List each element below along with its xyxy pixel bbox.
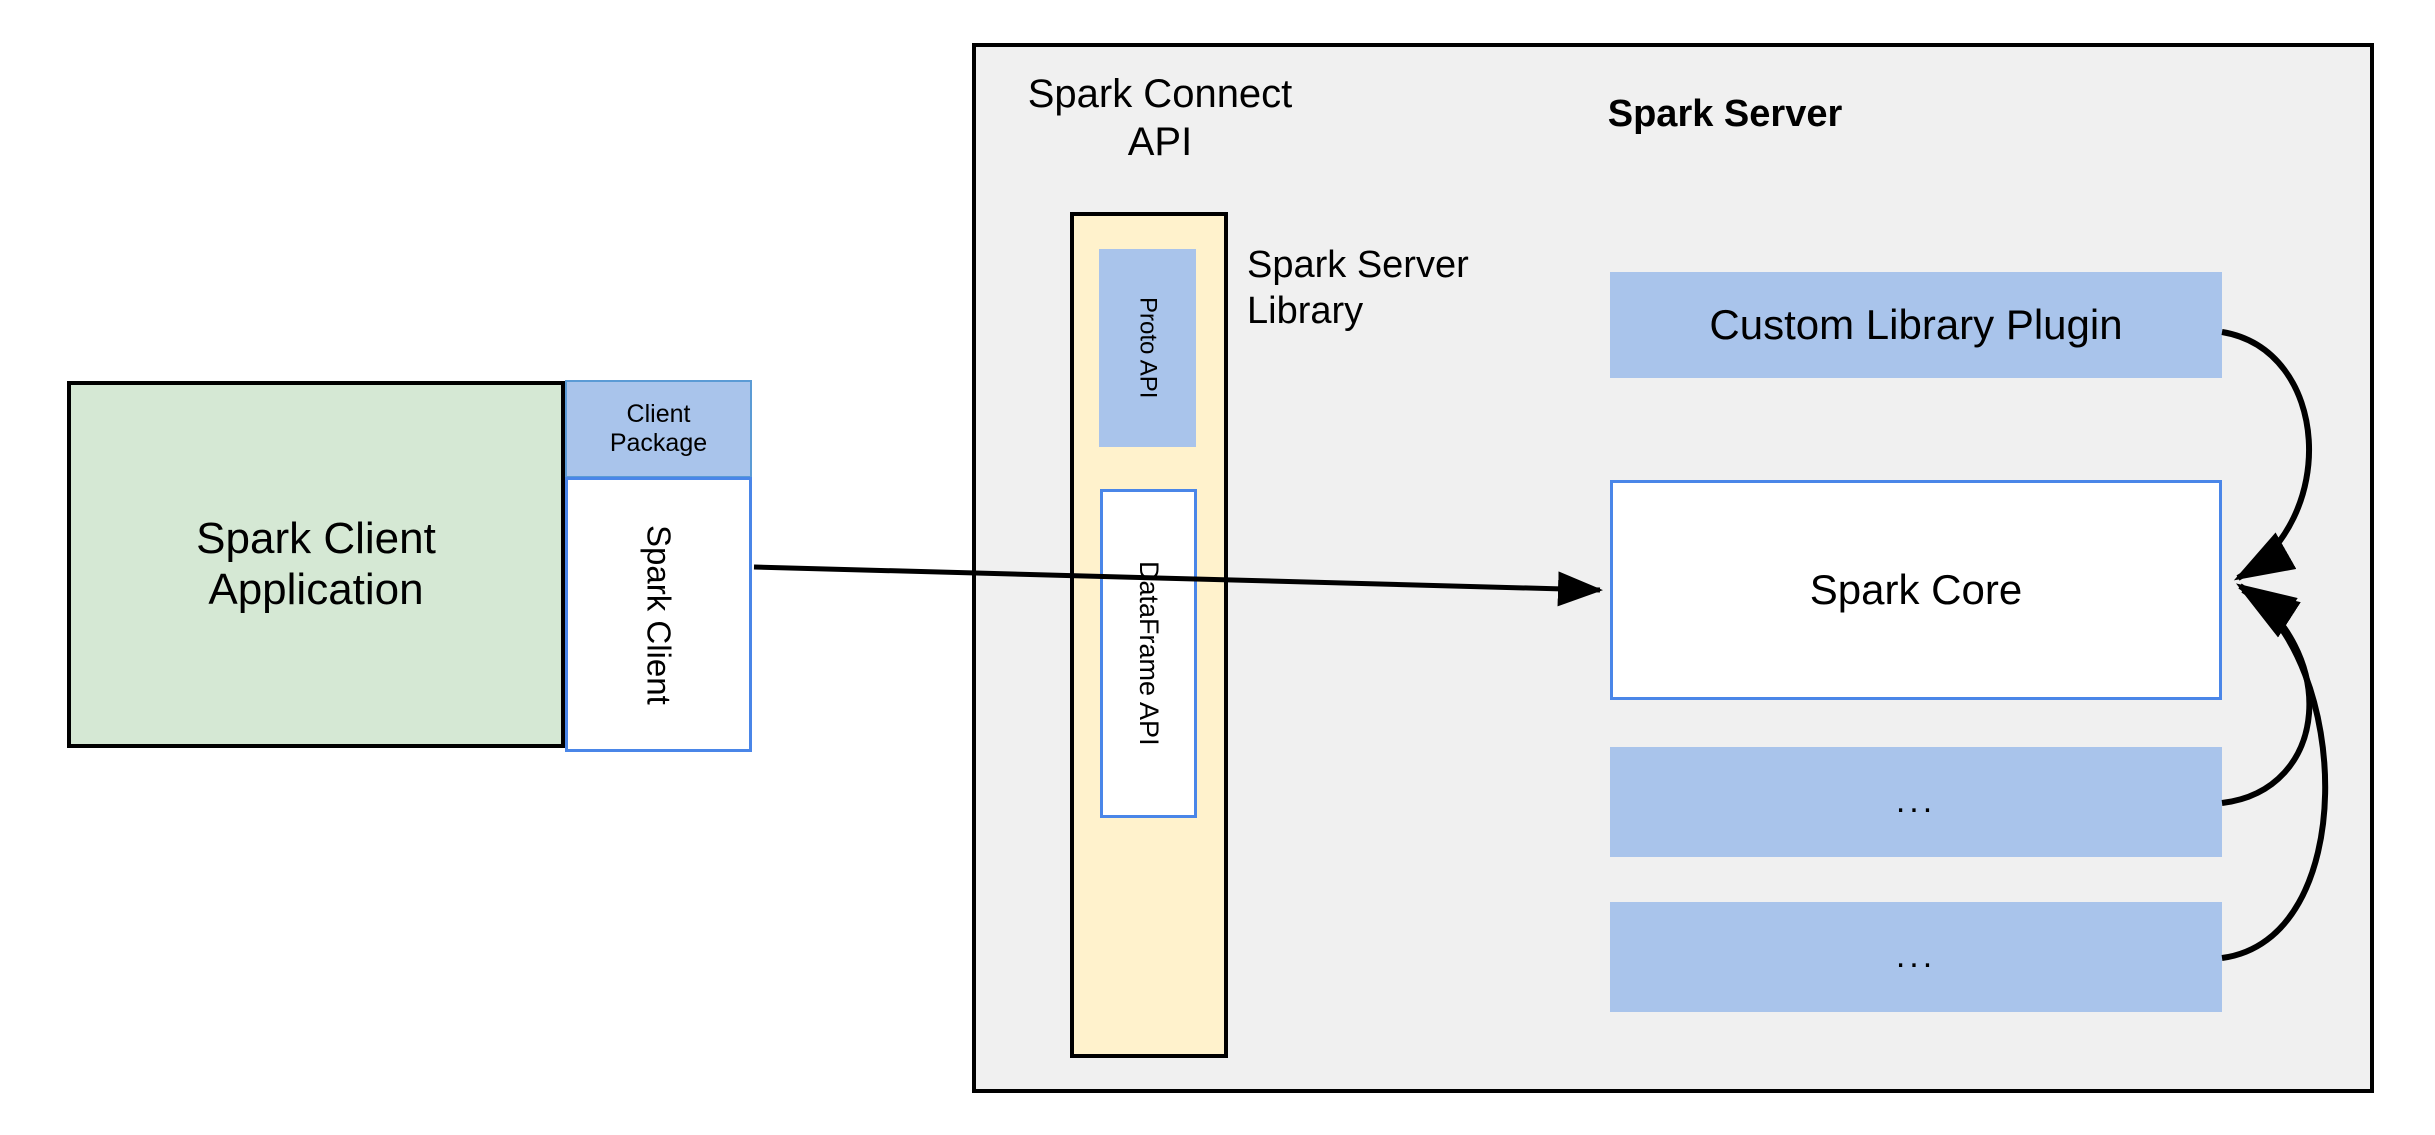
dataframe-api-box[interactable]: DataFrame API: [1100, 489, 1197, 818]
client-package-box[interactable]: Client Package: [565, 380, 752, 478]
spark-connect-api-label: Spark Connect API: [1027, 72, 1293, 164]
proto-api-label: Proto API: [1134, 297, 1162, 399]
spark-server-library-label: Spark Server Library: [1247, 244, 1469, 332]
ellipsis-box-1[interactable]: ...: [1610, 747, 2222, 857]
spark-server-title: Spark Server: [1607, 93, 1843, 135]
ellipsis-box-2[interactable]: ...: [1610, 902, 2222, 1012]
client-package-label: Client Package: [609, 400, 708, 457]
spark-client-label: Spark Client: [640, 524, 678, 705]
spark-core-label: Spark Core: [1809, 565, 2023, 613]
ellipsis-box-2-label: ...: [1895, 937, 1937, 976]
spark-client-application-box[interactable]: Spark Client Application: [67, 381, 565, 748]
spark-client-box[interactable]: Spark Client: [565, 477, 752, 752]
spark-client-application-label: Spark Client Application: [196, 513, 436, 614]
ellipsis-box-1-label: ...: [1895, 782, 1937, 821]
dataframe-api-label: DataFrame API: [1134, 561, 1165, 746]
spark-core-box[interactable]: Spark Core: [1610, 480, 2222, 700]
custom-library-plugin-box[interactable]: Custom Library Plugin: [1610, 272, 2222, 378]
proto-api-box[interactable]: Proto API: [1099, 249, 1196, 447]
custom-library-plugin-label: Custom Library Plugin: [1709, 300, 2123, 348]
